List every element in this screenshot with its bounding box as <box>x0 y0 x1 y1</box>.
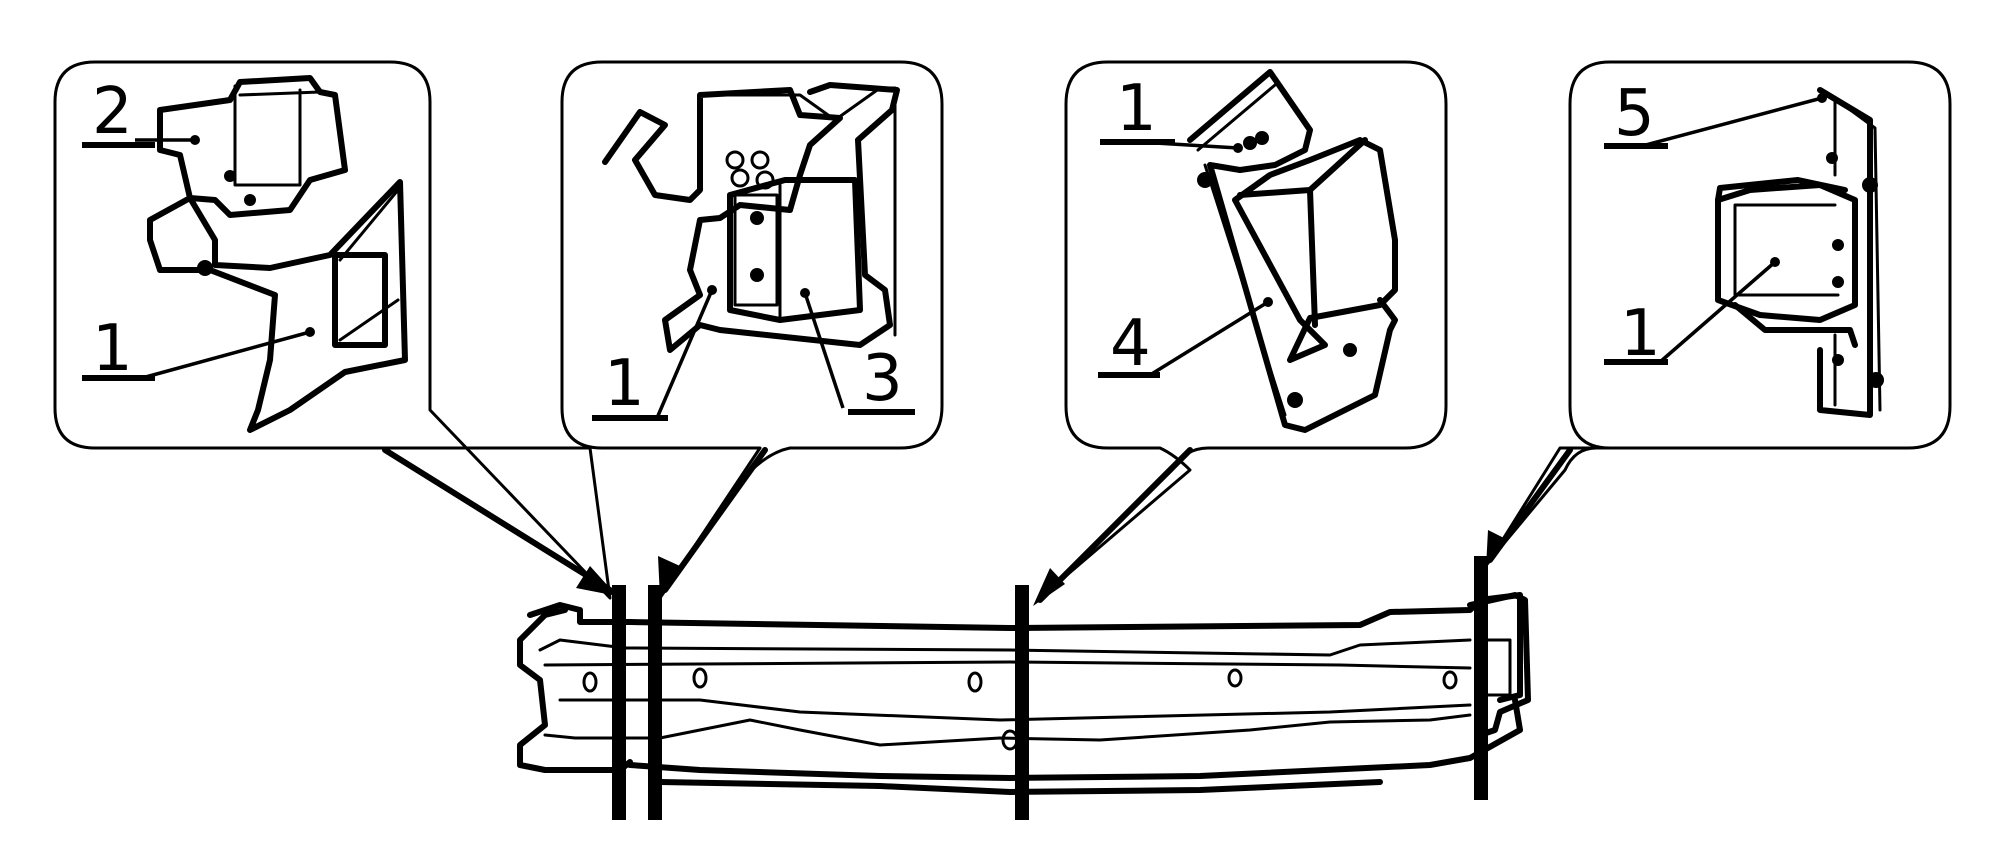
arrow-a-line <box>382 447 613 593</box>
detail-d-weld-dot <box>1832 276 1844 288</box>
detail-b-bolt <box>730 168 750 188</box>
callout-a-label-bottom: 1 <box>92 312 133 386</box>
section-cut-c <box>1015 585 1029 820</box>
detail-c-weld-dot <box>1243 136 1257 150</box>
detail-d-weld-dot <box>1868 372 1884 388</box>
bumper-beam <box>517 556 1531 820</box>
detail-a-drawing <box>135 75 408 433</box>
section-cut-b <box>648 585 662 820</box>
callout-c-label-top: 1 <box>1116 72 1157 146</box>
detail-d-bracket-inner <box>1733 203 1840 297</box>
detail-d-weld-dot <box>1826 152 1838 164</box>
section-cut-a <box>612 585 626 820</box>
beam-mid-line <box>558 698 1472 722</box>
arrow-d-head <box>1486 530 1508 568</box>
detail-b-leader-1 <box>655 289 714 419</box>
beam-hole <box>1001 729 1019 751</box>
detail-c-drawing <box>1137 69 1398 433</box>
callout-d-label-bottom: 1 <box>1620 297 1661 371</box>
beam-hole <box>1442 670 1458 690</box>
callout-d-label-top: 5 <box>1614 77 1655 151</box>
detail-d-weld-dot <box>1832 354 1844 366</box>
arrow-a-head <box>576 566 617 596</box>
beam-hole <box>692 667 708 689</box>
beam-right-end <box>1467 592 1531 738</box>
detail-a-part-2 <box>157 75 348 218</box>
detail-d-plate <box>1817 87 1873 418</box>
beam-bottom-edge <box>627 697 1523 781</box>
beam-top-inner <box>538 638 1472 657</box>
detail-b-top <box>698 86 897 337</box>
detail-b-bolt <box>750 150 770 170</box>
callout-a-label-top: 2 <box>92 75 133 149</box>
beam-hole <box>582 671 598 693</box>
callout-b-label-left: 1 <box>604 347 645 421</box>
detail-b-part-1 <box>602 82 900 353</box>
detail-c-plate <box>1187 69 1398 433</box>
detail-a-leader-1 <box>141 330 311 380</box>
detail-c-weld-dot <box>1255 131 1269 145</box>
beam-lower-inner <box>543 713 1472 747</box>
detail-c-plate-edge <box>1196 83 1287 417</box>
section-cut-d <box>1474 556 1488 800</box>
detail-b-drawing <box>602 82 900 419</box>
beam-left-end <box>517 607 633 773</box>
detail-a-part-1 <box>147 179 408 433</box>
detail-c-leader-4 <box>1149 300 1269 377</box>
callout-c-label-bottom: 4 <box>1110 307 1151 381</box>
beam-bottom-ledge <box>657 779 1383 795</box>
detail-a-weld-dot <box>244 194 256 206</box>
detail-d-drawing <box>1641 87 1884 418</box>
callout-b-label-right: 3 <box>862 342 903 416</box>
callout-a-bubble <box>53 60 612 600</box>
detail-b-bolt <box>725 150 745 170</box>
detail-b-weld-dot <box>750 211 764 225</box>
detail-c-weld-dot <box>1343 343 1357 357</box>
detail-c-weld-dot <box>1287 392 1303 408</box>
callout-labels: 2 1 1 3 1 4 5 1 <box>82 72 1668 421</box>
callout-d-bubble <box>1488 60 1952 562</box>
detail-b-part-3 <box>727 177 863 323</box>
detail-a-weld-dot <box>224 170 236 182</box>
detail-a-edge <box>338 188 400 342</box>
pointer-arrows <box>382 447 1573 606</box>
detail-a-weld-dot <box>197 260 213 276</box>
detail-a-window <box>332 252 388 348</box>
detail-b-weld-dot <box>750 268 764 282</box>
detail-a-inner <box>233 84 322 187</box>
detail-c-part-4 <box>1232 137 1398 363</box>
detail-b-leader-3 <box>803 292 845 409</box>
beam-face-line <box>543 660 1472 670</box>
detail-d-bracket-bottom <box>1732 302 1858 348</box>
beam-hole <box>967 671 983 693</box>
arrow-c-head <box>1033 568 1065 606</box>
detail-c-box <box>1237 137 1368 328</box>
detail-d-weld-dot <box>1832 239 1844 251</box>
detail-b-bolt <box>755 170 775 190</box>
arrow-b-head <box>658 556 680 598</box>
detail-b-plate <box>733 193 779 307</box>
detail-c-weld-dot <box>1197 172 1213 188</box>
detail-d-leader-5 <box>1641 96 1823 148</box>
beam-hole <box>1227 668 1243 688</box>
detail-d-leader-1 <box>1658 260 1777 364</box>
detail-d-bracket-top <box>1715 177 1848 203</box>
arrow-c-line <box>1037 447 1193 603</box>
detail-d-weld-dot <box>1862 177 1878 193</box>
arrow-b-line <box>662 447 768 593</box>
